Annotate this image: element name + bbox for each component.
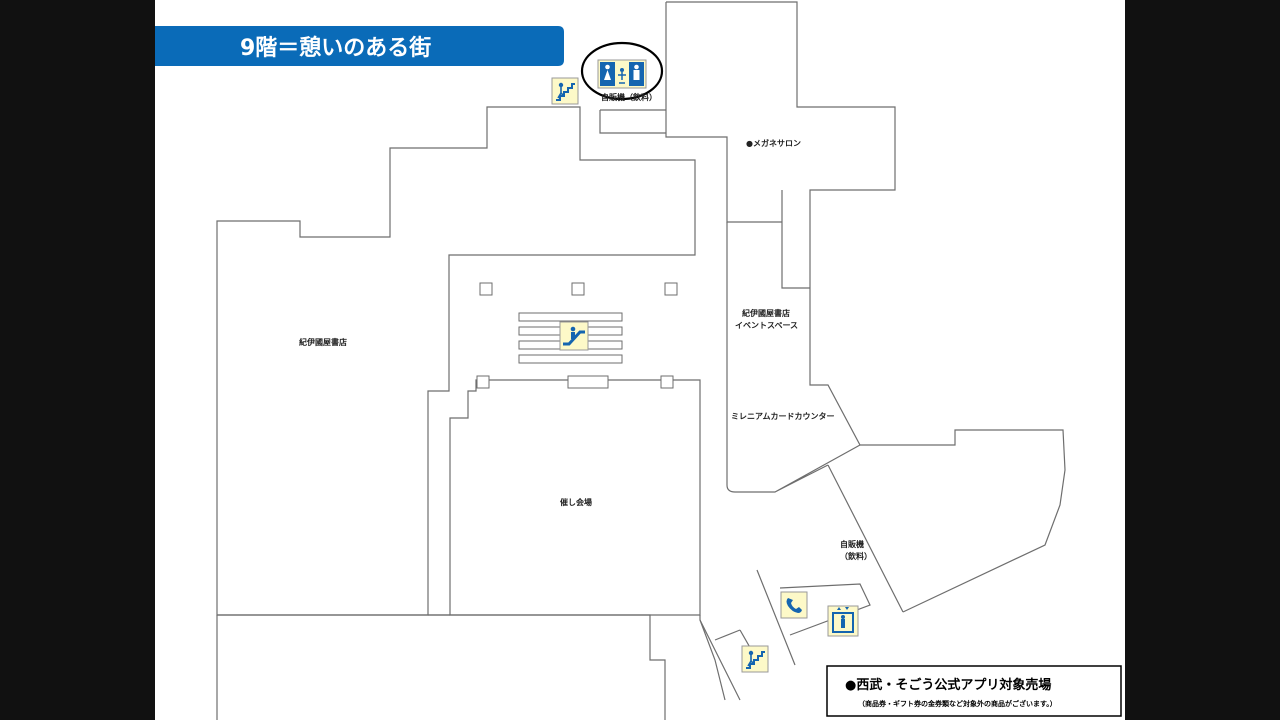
- event-space-label-line2: イベントスペース: [735, 321, 798, 330]
- floor-banner-shape: [155, 26, 564, 66]
- floor-banner: 9階＝憩いのある街: [155, 26, 564, 66]
- restroom-icon[interactable]: [597, 59, 647, 89]
- center-corridor: [726, 222, 861, 493]
- lower-diagonal-area: [699, 464, 904, 701]
- pillar: [571, 282, 585, 296]
- vending-alcove: [599, 109, 666, 134]
- app-legend-box: ●西武・そごう公式アプリ対象売場 （商品券・ギフト券の金券類など対象外の商品がご…: [826, 665, 1122, 717]
- legend-frame: [826, 665, 1122, 717]
- left-corridor-edge: [428, 614, 726, 701]
- pillar: [479, 282, 493, 296]
- escalator-icon[interactable]: [559, 321, 589, 351]
- elevator-icon[interactable]: [827, 605, 859, 637]
- event-hall-label: 催し会場: [560, 497, 592, 507]
- event-hall-room: [449, 379, 701, 616]
- area-labels: 紀伊國屋書店 催し会場 ●メガネサロン 紀伊國屋書店 イベントスペース ミレニア…: [299, 92, 872, 561]
- floor-title: 9階＝憩いのある街: [240, 35, 431, 61]
- pillar: [567, 375, 609, 389]
- vending-machine-right-line1: 自販機: [840, 539, 864, 549]
- pillar: [476, 375, 490, 389]
- stairs-icon[interactable]: [741, 645, 769, 673]
- right-letterbox: [1125, 0, 1280, 720]
- millennium-card-counter-label: ミレニアムカードカウンター: [731, 411, 834, 421]
- floor-plan: 9階＝憩いのある街: [155, 1, 1122, 720]
- pillar: [660, 375, 674, 389]
- megane-salon-label: ●メガネサロン: [746, 138, 801, 148]
- tower-inner: [665, 2, 810, 289]
- telephone-icon[interactable]: [780, 591, 808, 619]
- pillar: [664, 282, 678, 296]
- top-right-tower: [666, 1, 1066, 613]
- main-outline: [216, 106, 696, 616]
- kinokuniya-store-label: 紀伊國屋書店: [299, 337, 347, 347]
- floor-map-panel: 9階＝憩いのある街: [155, 0, 1125, 720]
- vending-machine-top-label: 自販機（飲料）: [601, 92, 657, 102]
- event-space-label-line1: 紀伊國屋書店: [742, 308, 790, 318]
- left-letterbox: [0, 0, 155, 720]
- stairs-icon[interactable]: [551, 77, 579, 105]
- legend-note: （商品券・ギフト券の金券類など対象外の商品がございます。）: [858, 699, 1057, 708]
- vending-machine-right-line2: （飲料）: [840, 551, 872, 561]
- floor-walls: [216, 1, 1066, 720]
- restroom-highlight-circle: [580, 41, 664, 101]
- bottom-strip: [216, 614, 666, 720]
- legend-title: ●西武・そごう公式アプリ対象売場: [845, 677, 1051, 693]
